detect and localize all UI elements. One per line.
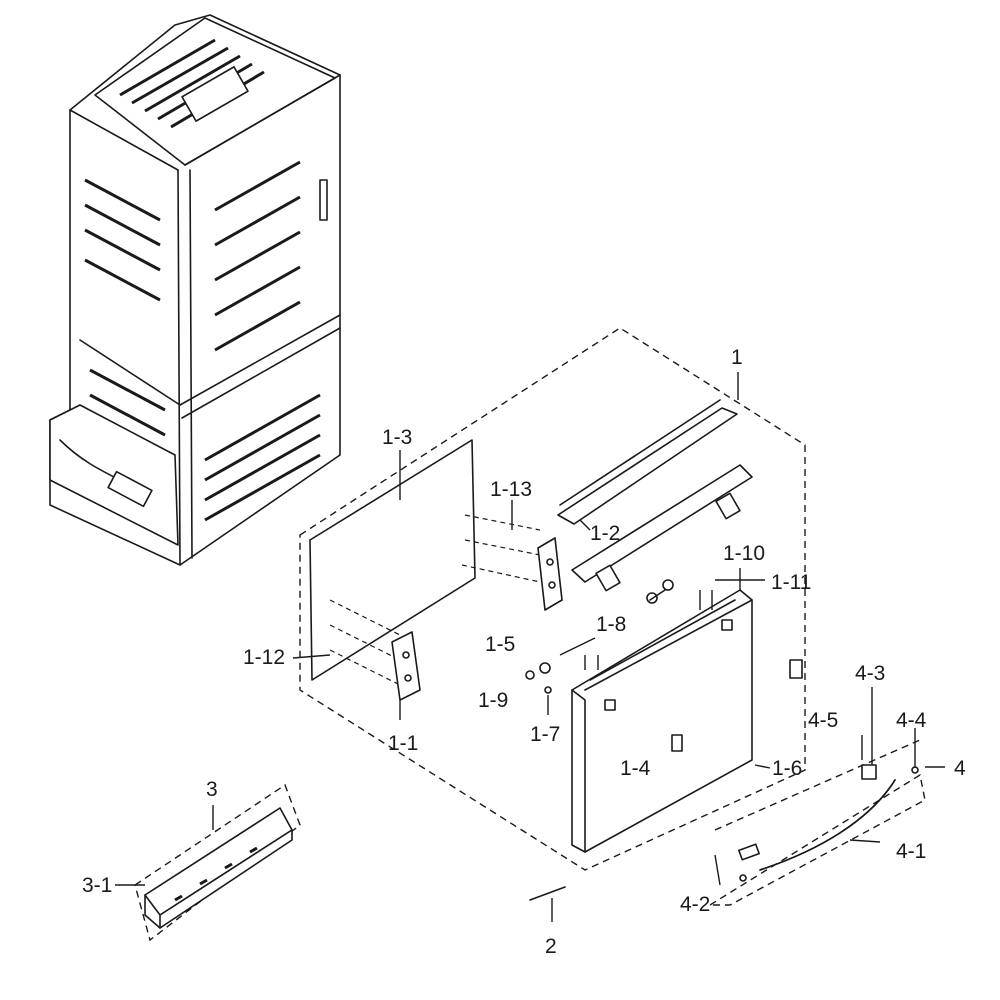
door-bin-assembly xyxy=(134,783,301,942)
label-1-8: 1-8 xyxy=(596,613,626,636)
label-3: 3 xyxy=(206,778,218,801)
label-4-4: 4-4 xyxy=(896,709,927,732)
lower-hinge-part xyxy=(391,631,421,701)
label-1-2: 1-2 xyxy=(590,522,620,545)
upper-hinge-part xyxy=(537,537,563,611)
label-1: 1 xyxy=(731,346,743,369)
label-2: 2 xyxy=(545,935,557,958)
label-1-4: 1-4 xyxy=(620,757,651,780)
label-1-9: 1-9 xyxy=(478,689,508,712)
label-1-1: 1-1 xyxy=(388,732,418,755)
label-4-1: 4-1 xyxy=(896,840,926,863)
label-1-6: 1-6 xyxy=(772,757,802,780)
label-1-10: 1-10 xyxy=(723,542,765,565)
label-1-13: 1-13 xyxy=(490,478,532,501)
small-clip-part xyxy=(529,886,566,922)
label-4-2: 4-2 xyxy=(680,893,710,916)
door-gasket-frame xyxy=(309,439,541,686)
label-4-3: 4-3 xyxy=(855,662,885,685)
label-4-5: 4-5 xyxy=(808,709,838,732)
tube-assembly xyxy=(707,735,926,906)
refrigerator-cabinet xyxy=(49,14,341,566)
label-1-3: 1-3 xyxy=(382,426,412,449)
door-assembly-group-outline xyxy=(299,327,806,871)
label-1-7: 1-7 xyxy=(530,723,560,746)
door-small-hardware xyxy=(525,579,803,694)
label-3-1: 3-1 xyxy=(82,874,112,897)
label-4: 4 xyxy=(954,757,966,780)
leader-lines xyxy=(115,372,945,886)
part-labels: 1 1-3 1-13 1-2 1-10 1-11 1-8 1-5 1-12 1-… xyxy=(82,346,966,958)
label-1-11: 1-11 xyxy=(771,571,811,594)
label-1-12: 1-12 xyxy=(243,646,285,669)
door-handle-rails xyxy=(557,399,753,592)
label-1-5: 1-5 xyxy=(485,633,515,656)
